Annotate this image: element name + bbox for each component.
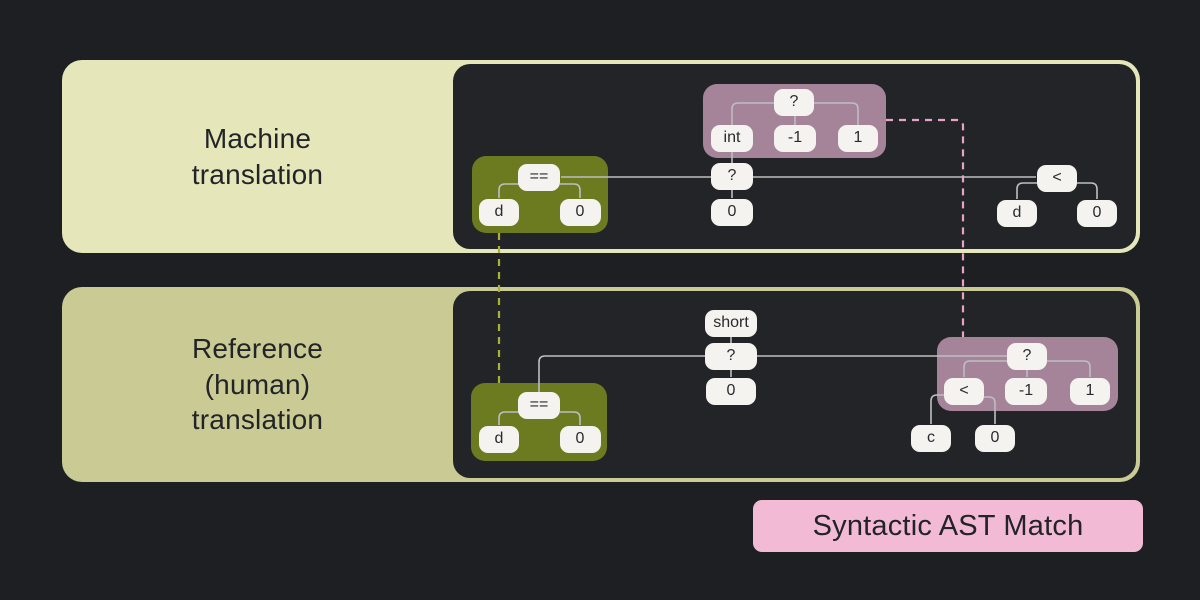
ast-node: 0 [706,377,756,405]
tree-edge [963,360,1007,377]
tree-edge [814,102,859,125]
ast-node: d [479,198,519,226]
ternary-match-link [886,118,965,337]
tree-edge [498,411,519,425]
tree-edge [498,183,519,198]
ast-node: < [944,377,984,405]
ast-node: ? [711,162,753,190]
ast-node: -1 [1005,377,1047,405]
tree-edge [1047,360,1091,377]
ast-node: 0 [975,424,1015,452]
syntactic-ast-match-badge: Syntactic AST Match [753,500,1143,552]
ast-node: 0 [559,198,601,226]
ast-node: short [705,309,757,337]
ast-node: == [518,163,560,191]
tree-edge [930,394,944,424]
tree-edge [1077,182,1098,199]
ast-node: 0 [559,425,601,453]
ast-node: ? [705,342,757,370]
tree-edge [560,411,581,425]
ast-node: < [1037,164,1077,192]
tree-edge [538,355,1007,392]
ast-node: ? [774,88,814,116]
tree-edge [984,396,996,424]
ast-node: == [518,391,560,419]
ast-node: 1 [1070,377,1110,405]
ast-node: 0 [711,198,753,226]
reference-translation-label: Reference (human) translation [191,332,324,436]
ast-node: ? [1007,342,1047,370]
ast-node: 0 [1077,199,1117,227]
ast-node: 1 [838,124,878,152]
tree-edge [560,183,581,198]
tree-edge [1016,182,1037,199]
ast-node: d [997,199,1037,227]
ast-node: -1 [774,124,816,152]
ast-node: c [911,424,951,452]
machine-translation-label: Machine translation [191,122,324,190]
ast-node: int [711,124,753,152]
ast-node: d [479,425,519,453]
tree-edge [731,102,775,125]
